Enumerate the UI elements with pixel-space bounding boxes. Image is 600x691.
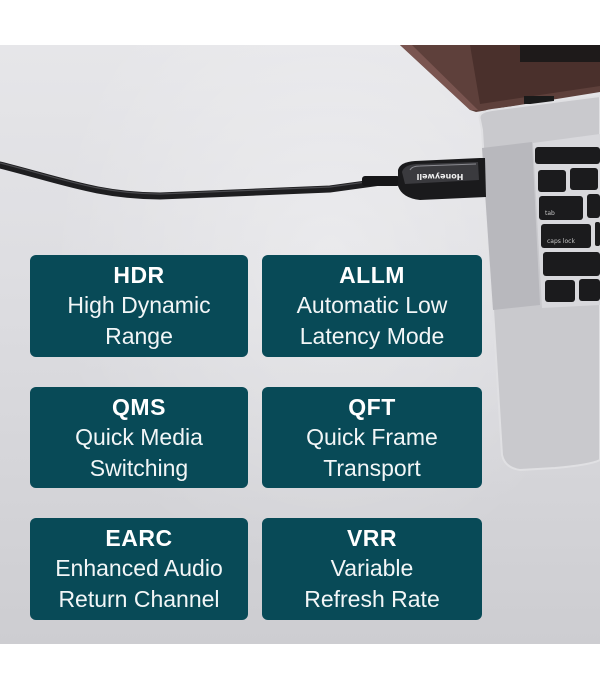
feature-card-qms: QMS Quick Media Switching (30, 387, 248, 488)
feature-card-earc: EARC Enhanced Audio Return Channel (30, 518, 248, 620)
key (587, 194, 600, 218)
feature-abbr: ALLM (339, 262, 405, 288)
key-caps-lock (541, 224, 591, 248)
connector-brand-label: Honeywell (416, 172, 463, 181)
feature-desc-line1: Variable (330, 555, 414, 581)
key (579, 279, 600, 301)
feature-desc-line1: High Dynamic (67, 292, 211, 318)
touch-bar (535, 147, 600, 164)
product-photo: tab caps lock Honeywell HDR High Dynamic… (0, 45, 600, 644)
feature-desc-line1: Quick Media (75, 424, 203, 450)
feature-card-allm: ALLM Automatic Low Latency Mode (262, 255, 482, 357)
key-label-caps-lock: caps lock (547, 238, 575, 245)
key (570, 168, 598, 190)
key (595, 222, 600, 246)
feature-desc-line2: Latency Mode (299, 323, 445, 349)
key-tab (539, 196, 583, 220)
feature-abbr: QMS (112, 394, 166, 420)
feature-desc-line2: Refresh Rate (304, 586, 440, 612)
feature-abbr: EARC (105, 525, 173, 551)
laptop-lid (400, 45, 600, 112)
feature-desc-line1: Automatic Low (296, 292, 448, 318)
key-shift (543, 252, 600, 276)
key-labels: tab caps lock (545, 210, 575, 245)
feature-abbr: HDR (113, 262, 165, 288)
keyboard (535, 147, 600, 302)
key-fn (545, 280, 575, 302)
hdmi-connector: Honeywell (398, 158, 486, 200)
feature-abbr: QFT (348, 394, 396, 420)
key (538, 170, 566, 192)
feature-card-qft: QFT Quick Frame Transport (262, 387, 482, 488)
cable-strain-relief (362, 176, 400, 186)
feature-card-vrr: VRR Variable Refresh Rate (262, 518, 482, 620)
feature-desc-line1: Enhanced Audio (55, 555, 223, 581)
feature-desc-line2: Range (105, 323, 173, 349)
feature-desc-line2: Switching (89, 455, 189, 481)
feature-desc-line1: Quick Frame (306, 424, 438, 450)
hdmi-cable (0, 161, 400, 200)
key-label-tab: tab (545, 210, 555, 217)
feature-card-hdr: HDR High Dynamic Range (30, 255, 248, 357)
feature-abbr: VRR (346, 525, 398, 551)
laptop-and-cable-illustration: tab caps lock Honeywell (0, 45, 600, 472)
feature-desc-line2: Transport (323, 455, 421, 481)
feature-desc-line2: Return Channel (58, 586, 220, 612)
